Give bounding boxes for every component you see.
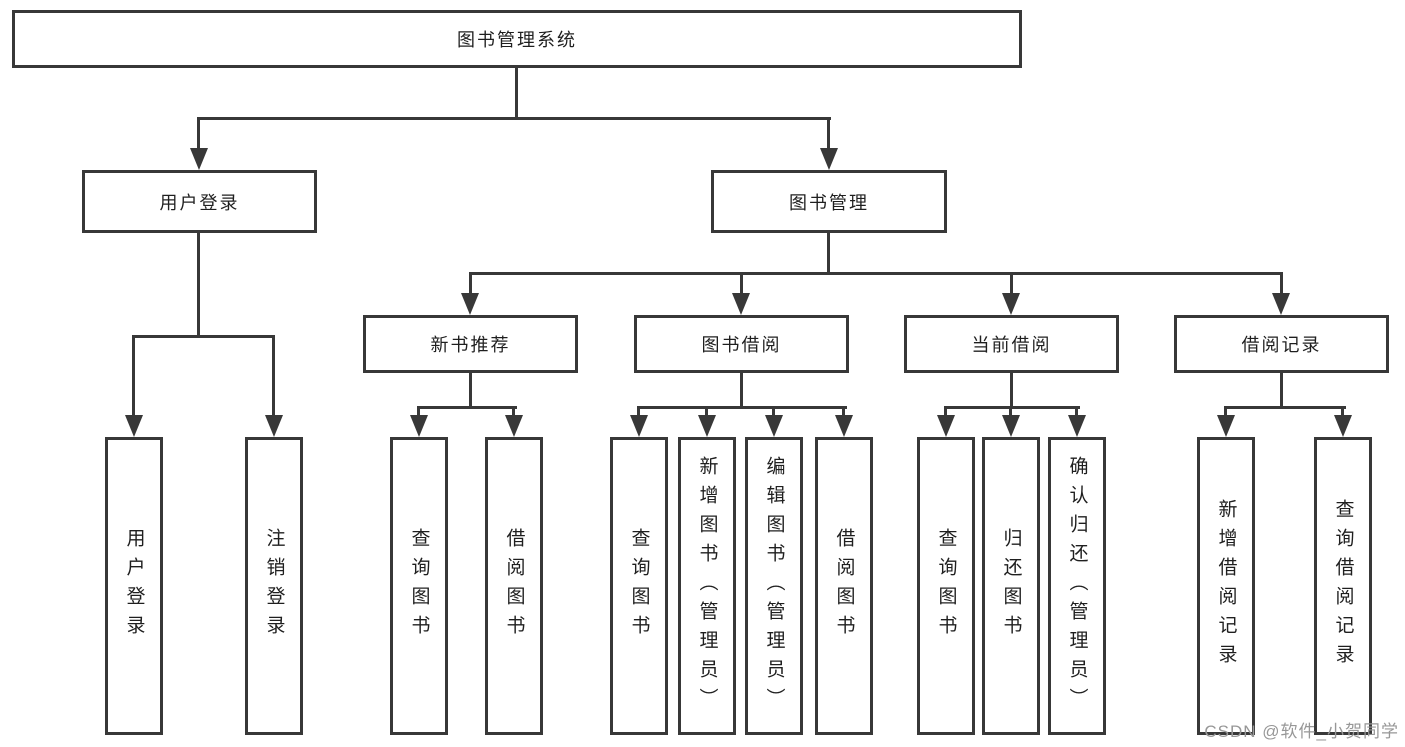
node-label: 注销登录 [263, 528, 285, 644]
arrow-down-icon [1217, 415, 1235, 437]
arrow-down-icon [1334, 415, 1352, 437]
connector-line [740, 371, 743, 409]
csdn-watermark: CSDN @软件_小贺同学 [1204, 722, 1399, 741]
arrow-down-icon [820, 148, 838, 170]
node-new-book-recommend: 新书推荐 [363, 315, 578, 373]
arrow-down-icon [265, 415, 283, 437]
node-label: 当前借阅 [971, 335, 1052, 355]
node-current-borrow: 当前借阅 [904, 315, 1119, 373]
connector-line [469, 272, 472, 297]
connector-line [197, 117, 200, 151]
node-label: 借阅记录 [1241, 335, 1322, 355]
connector-line [1075, 406, 1078, 418]
node-label: 新增借阅记录 [1215, 499, 1237, 673]
connector-line [512, 406, 515, 418]
connector-line [740, 272, 743, 297]
node-label: 借阅图书 [833, 528, 855, 644]
arrow-down-icon [1002, 415, 1020, 437]
node-user-login: 用户登录 [82, 170, 317, 233]
node-label: 借阅图书 [503, 528, 525, 644]
arrow-down-icon [1002, 293, 1020, 315]
node-label: 查询借阅记录 [1332, 499, 1354, 673]
node-label: 查询图书 [935, 528, 957, 644]
connector-line [1280, 371, 1283, 409]
node-label: 图书管理系统 [457, 30, 577, 50]
connector-line [132, 335, 275, 338]
connector-line [1009, 406, 1012, 418]
leaf-recommend-query-books: 查询图书 [390, 437, 448, 735]
arrow-down-icon [630, 415, 648, 437]
arrow-down-icon [461, 293, 479, 315]
connector-line [197, 117, 831, 120]
node-label: 用户登录 [159, 192, 240, 213]
node-label: 查询图书 [628, 528, 650, 644]
arrow-down-icon [190, 148, 208, 170]
connector-line [469, 371, 472, 409]
connector-line [827, 117, 830, 151]
connector-line [827, 231, 830, 275]
leaf-recommend-borrow-books: 借阅图书 [485, 437, 543, 735]
node-label: 图书管理 [789, 192, 869, 213]
arrow-down-icon [410, 415, 428, 437]
arrow-down-icon [125, 415, 143, 437]
node-label: 新增图书（管理员） [696, 455, 718, 717]
node-label: 图书借阅 [701, 335, 782, 355]
leaf-borrow-query-books: 查询图书 [610, 437, 668, 735]
node-book-borrow: 图书借阅 [634, 315, 849, 373]
leaf-records-query-record: 查询借阅记录 [1314, 437, 1372, 735]
connector-line [637, 406, 847, 409]
node-label: 归还图书 [1000, 528, 1022, 644]
connector-line [842, 406, 845, 418]
arrow-down-icon [765, 415, 783, 437]
arrow-down-icon [1272, 293, 1290, 315]
connector-line [469, 272, 1283, 275]
node-label: 用户登录 [123, 528, 145, 644]
node-label: 新书推荐 [430, 335, 511, 355]
arrow-down-icon [1068, 415, 1086, 437]
leaf-records-add-record: 新增借阅记录 [1197, 437, 1255, 735]
leaf-current-confirm-return-admin: 确认归还（管理员） [1048, 437, 1106, 735]
connector-line [944, 406, 947, 418]
connector-line [515, 66, 518, 119]
connector-line [197, 231, 200, 338]
arrow-down-icon [698, 415, 716, 437]
leaf-current-return-books: 归还图书 [982, 437, 1040, 735]
connector-line [1010, 371, 1013, 409]
connector-line [944, 406, 1080, 409]
connector-line [417, 406, 420, 418]
connector-line [1224, 406, 1346, 409]
leaf-borrow-edit-books-admin: 编辑图书（管理员） [745, 437, 803, 735]
connector-line [772, 406, 775, 418]
connector-line [1224, 406, 1227, 418]
connector-line [1010, 272, 1013, 297]
leaf-borrow-borrow-books: 借阅图书 [815, 437, 873, 735]
connector-line [1341, 406, 1344, 418]
connector-line [272, 335, 275, 418]
connector-line [705, 406, 708, 418]
arrow-down-icon [732, 293, 750, 315]
leaf-logout: 注销登录 [245, 437, 303, 735]
connector-line [132, 335, 135, 418]
node-borrow-records: 借阅记录 [1174, 315, 1389, 373]
connector-line [637, 406, 640, 418]
node-label: 编辑图书（管理员） [763, 455, 785, 717]
leaf-user-login: 用户登录 [105, 437, 163, 735]
node-label: 查询图书 [408, 528, 430, 644]
arrow-down-icon [505, 415, 523, 437]
leaf-current-query-books: 查询图书 [917, 437, 975, 735]
arrow-down-icon [835, 415, 853, 437]
node-root: 图书管理系统 [12, 10, 1022, 68]
node-label: 确认归还（管理员） [1066, 455, 1088, 717]
connector-line [417, 406, 517, 409]
connector-line [1280, 272, 1283, 297]
leaf-borrow-add-books-admin: 新增图书（管理员） [678, 437, 736, 735]
node-book-management: 图书管理 [711, 170, 947, 233]
arrow-down-icon [937, 415, 955, 437]
